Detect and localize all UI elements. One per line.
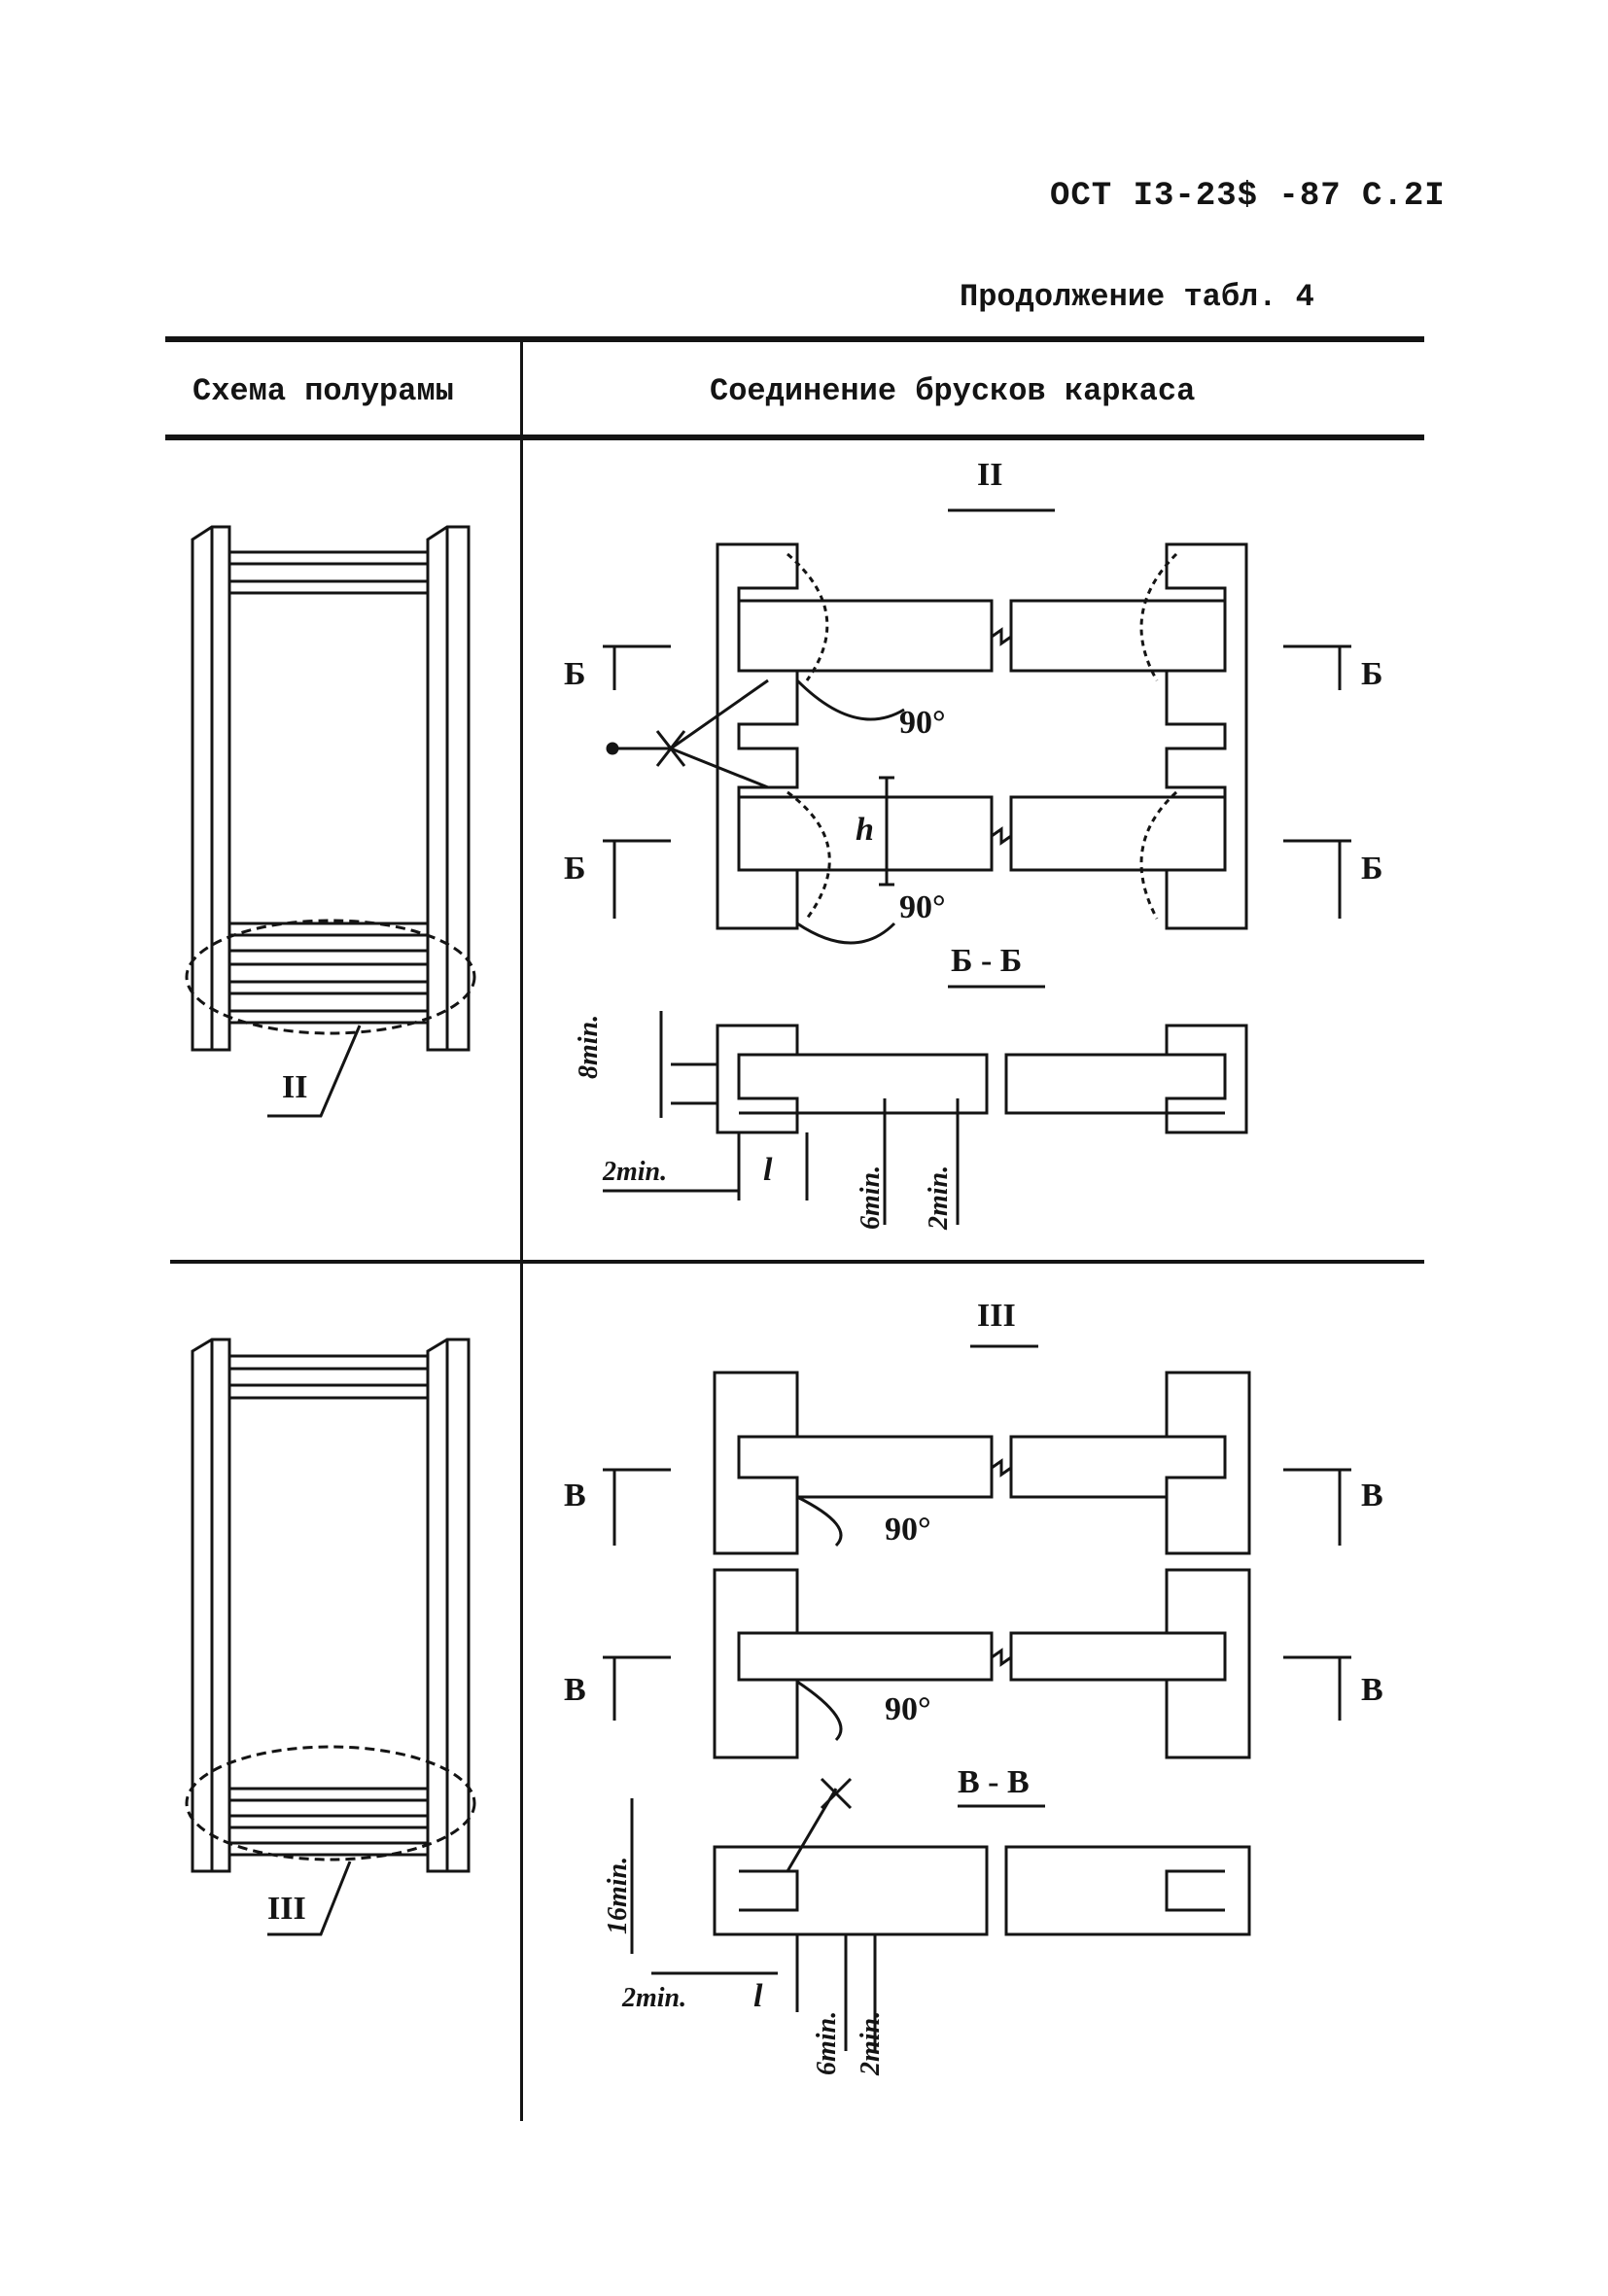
row2-dim-2min-right: 2min. xyxy=(856,2010,886,2075)
row1-section-left xyxy=(717,1026,797,1132)
row1-dim-8min: 8min. xyxy=(574,1014,604,1079)
table-column-divider xyxy=(520,342,523,2121)
row2-scheme-callout: III xyxy=(267,1891,306,1927)
row2-top-rails xyxy=(229,1356,428,1398)
column-header-joint: Соединение брусков каркаса xyxy=(710,373,1196,409)
row1-right-post xyxy=(428,527,469,1050)
row1-lower-rail-right xyxy=(1011,797,1225,870)
row1-right-post-section xyxy=(1167,544,1246,928)
row2-section-title: В - В xyxy=(958,1764,1030,1800)
row1-left-post xyxy=(192,527,229,1050)
row1-dim-2min-left: 2min. xyxy=(603,1157,668,1187)
table-row-divider xyxy=(170,1260,1424,1264)
row2-dim-2min-left: 2min. xyxy=(622,1983,687,2013)
row1-left-post-section xyxy=(717,544,797,928)
row2-dim-6min: 6min. xyxy=(812,2010,842,2075)
row2-joint-title: III xyxy=(977,1298,1016,1334)
row2-detail-ellipse xyxy=(187,1747,474,1860)
row1-dim-6min: 6min. xyxy=(856,1165,886,1230)
row1-scheme-callout: II xyxy=(282,1069,308,1105)
row1-section-mark-tr: Б xyxy=(1361,656,1383,692)
row1-top-rails xyxy=(229,552,428,593)
row1-angle-lower: 90° xyxy=(899,889,946,925)
row1-angle-upper: 90° xyxy=(899,705,946,741)
row1-detail-ellipse xyxy=(187,921,474,1033)
row1-upper-rail-left xyxy=(739,601,992,671)
table-continuation-label: Продолжение табл. 4 xyxy=(960,279,1314,315)
row2-left-post xyxy=(192,1339,229,1871)
row2-upper-left-post xyxy=(715,1373,797,1553)
row2-section-mark-tl: В xyxy=(564,1478,586,1513)
row1-joint-title: II xyxy=(977,457,1003,493)
row1-section-mark-br: Б xyxy=(1361,851,1383,887)
row1-upper-rail-right xyxy=(1011,601,1225,671)
row2-section-mark-tr: В xyxy=(1361,1478,1383,1513)
row2-bottom-rails xyxy=(229,1789,428,1855)
row2-lower-left-post xyxy=(715,1570,797,1757)
table-header-rule xyxy=(165,435,1424,440)
row1-dim-h: h xyxy=(856,812,874,848)
row2-angle-upper: 90° xyxy=(885,1512,931,1548)
row2-section-mark-br: В xyxy=(1361,1672,1383,1708)
row1-section-rail xyxy=(739,1055,1225,1113)
row1-section-mark-bl: Б xyxy=(564,851,586,887)
row2-angle-lower: 90° xyxy=(885,1691,931,1727)
row1-dim-2min-right: 2min. xyxy=(924,1165,954,1230)
row2-right-post xyxy=(428,1339,469,1871)
row2-upper-right-post xyxy=(1167,1373,1249,1553)
row2-section-mark-bl: В xyxy=(564,1672,586,1708)
row2-dim-l: l xyxy=(753,1978,763,2014)
row1-bottom-rails xyxy=(229,923,428,1023)
table-top-rule xyxy=(165,336,1424,342)
row1-dim-l: l xyxy=(763,1152,773,1188)
row1-section-title: Б - Б xyxy=(951,943,1023,979)
column-header-scheme: Схема полурамы xyxy=(192,373,454,409)
row1-section-mark-tl: Б xyxy=(564,656,586,692)
row1-section-right xyxy=(1167,1026,1246,1132)
row2-dim-16min: 16min. xyxy=(603,1856,633,1934)
row2-lower-right-post xyxy=(1167,1570,1249,1757)
document-reference: ОСТ I3-23$ -87 С.2I xyxy=(1050,178,1446,215)
